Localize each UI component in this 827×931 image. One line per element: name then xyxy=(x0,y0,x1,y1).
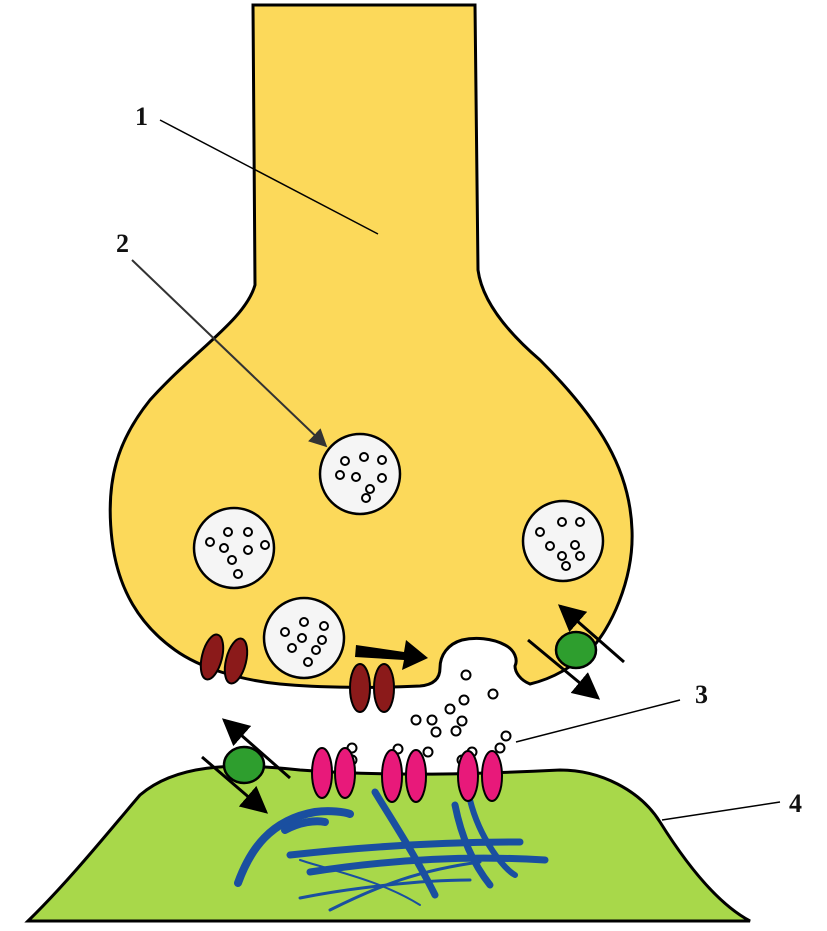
postsynaptic-receptor xyxy=(457,750,503,802)
calcium-channel xyxy=(349,663,395,713)
label-4: 4 xyxy=(789,789,802,818)
synaptic-vesicle xyxy=(318,432,402,516)
postsynaptic-receptor xyxy=(381,749,427,803)
presynaptic-terminal xyxy=(108,3,634,689)
label-2: 2 xyxy=(116,229,129,258)
synaptic-vesicle xyxy=(521,499,605,583)
label-3: 3 xyxy=(695,680,708,709)
membrane-transporter xyxy=(201,718,291,814)
release-arrow-icon xyxy=(355,640,428,670)
synaptic-vesicle xyxy=(192,506,276,590)
label-1: 1 xyxy=(135,102,148,131)
reuptake-transporter xyxy=(527,604,625,700)
calcium-channel xyxy=(199,633,249,685)
leader-line-4 xyxy=(661,801,781,821)
leader-arrow-2 xyxy=(131,259,328,448)
leader-line-3 xyxy=(515,699,681,743)
synaptic-vesicle xyxy=(262,596,346,680)
leader-line-1 xyxy=(159,119,379,235)
cytoskeleton-fibers xyxy=(234,788,549,912)
postsynaptic-receptor xyxy=(311,747,356,799)
